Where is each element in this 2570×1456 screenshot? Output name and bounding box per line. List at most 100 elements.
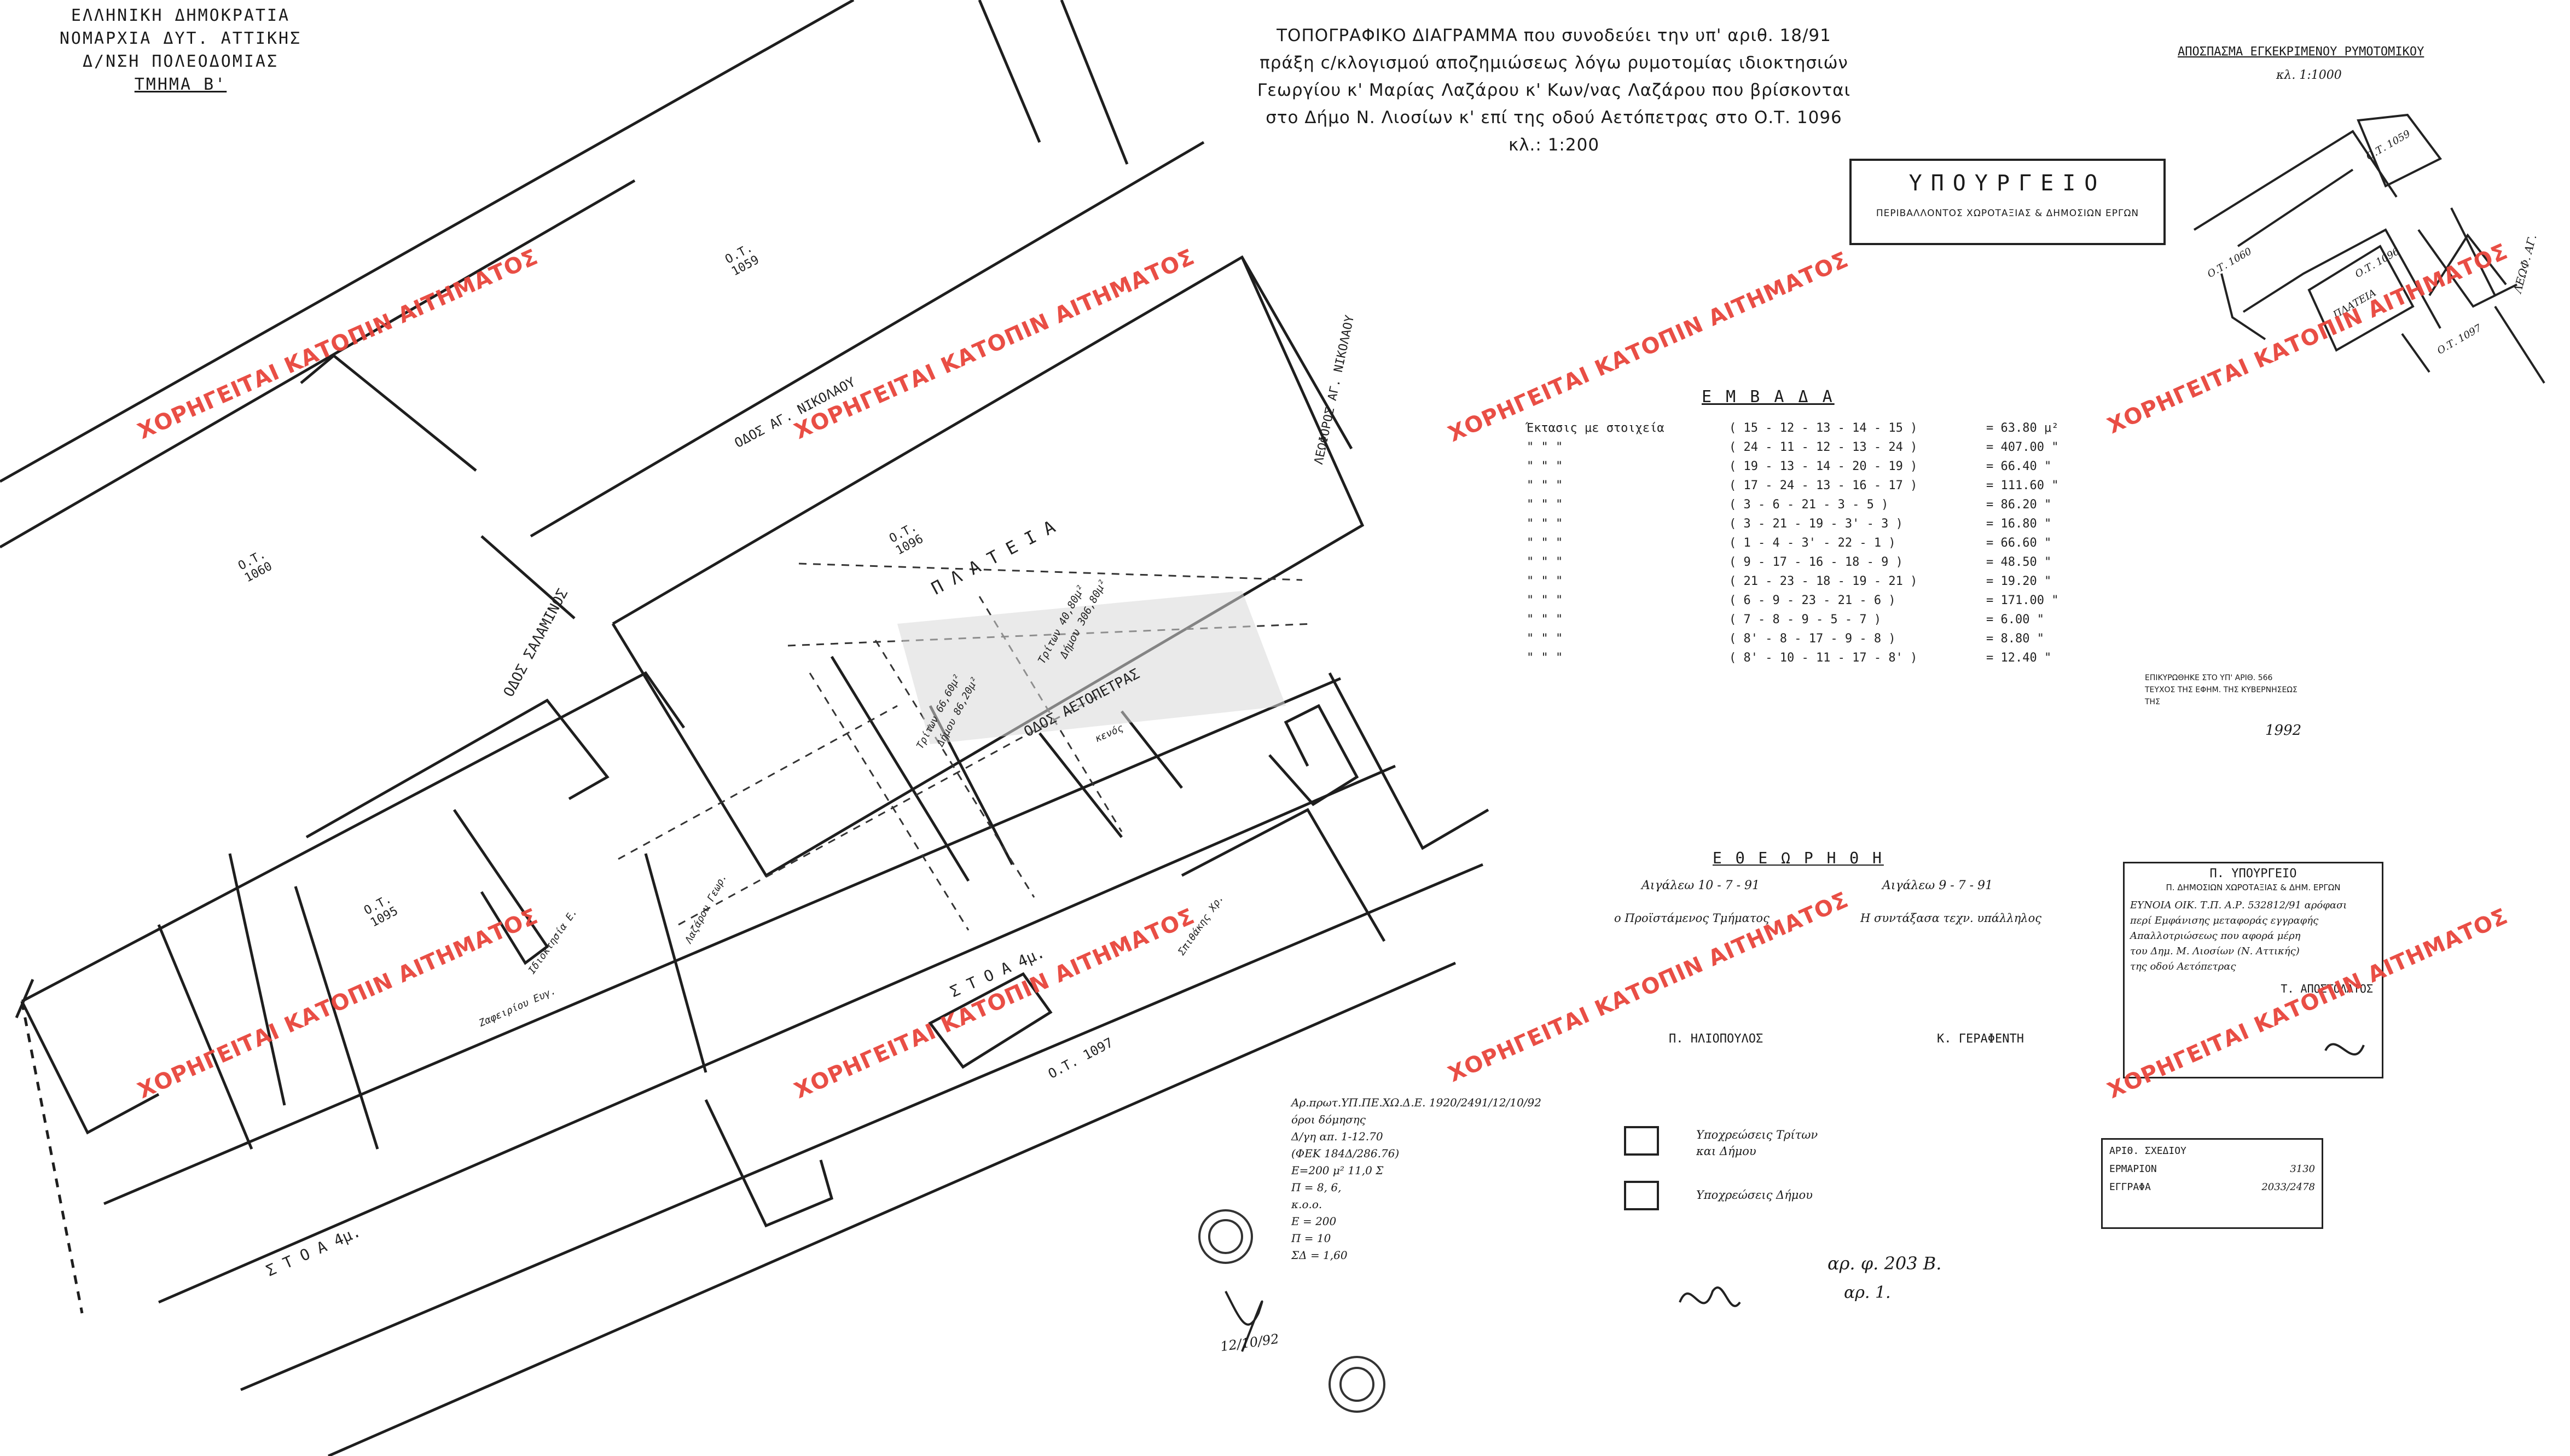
area-row-poly: ( 3 - 6 - 21 - 3 - 5 ) xyxy=(1729,498,1889,512)
archive-row-3: ΕΓΓΡΑΦΑ xyxy=(2109,1181,2151,1193)
area-row-poly: ( 24 - 11 - 12 - 13 - 24 ) xyxy=(1729,440,1918,454)
inset-linework xyxy=(2193,113,2545,384)
area-row-poly: ( 1 - 4 - 3' - 22 - 1 ) xyxy=(1729,536,1896,550)
area-row-desc: " " " xyxy=(1527,613,1563,627)
calc-line: Αρ.πρωτ.ΥΠ.ΠΕ.ΧΩ.Δ.Ε. 1920/2491/12/10/92 xyxy=(1291,1096,1541,1109)
title-line-1: ΤΟΠΟΓΡΑΦΙΚΟ ΔΙΑΓΡΑΜΜΑ που συνοδεύει την … xyxy=(1277,26,1831,45)
area-row: " " " ( 1 - 4 - 3' - 22 - 1 ) = 66.60 " xyxy=(1527,536,2051,550)
approval-stamp-text: Απαλλοτριώσεως που αφορά μέρη xyxy=(2130,930,2301,942)
area-row: " " " ( 21 - 23 - 18 - 19 - 21 ) = 19.20 " xyxy=(1527,575,2051,588)
area-row-desc: " " " xyxy=(1527,440,1563,454)
approval-stamp-text: του Δημ. Μ. Λιοσίων (Ν. Αττικής) xyxy=(2130,945,2300,957)
area-row-value: = 19.20 " xyxy=(1986,575,2052,588)
area-row-desc: " " " xyxy=(1527,594,1563,607)
approval-stamp-sub: Π. ΔΗΜΟΣΙΩΝ ΧΩΡΟΤΑΞΙΑΣ & ΔΗΜ. ΕΡΓΩΝ xyxy=(2166,883,2341,892)
road-edge xyxy=(1060,0,1129,165)
area-row-value: = 111.60 " xyxy=(1986,479,2059,492)
calc-line: Π = 8, 6, xyxy=(1291,1181,1342,1194)
approval-right-name: Κ. ΓΕΡΑΦΕΝΤΗ xyxy=(1937,1032,2024,1046)
areas-table: Έκτασις με στοιχεία ( 15 - 12 - 13 - 14 -… xyxy=(1527,421,2101,673)
area-row: " " "( 7 - 8 - 9 - 5 - 7 )= 6.00 " xyxy=(1527,613,2044,627)
approval-stamp: Π. ΥΠΟΥΡΓΕΙΟ Π. ΔΗΜΟΣΙΩΝ ΧΩΡΟΤΑΞΙΑΣ & ΔΗ… xyxy=(2123,862,2383,1078)
archive-value-3: 2033/2478 xyxy=(2261,1181,2315,1193)
legend-item-1a: Υποχρεώσεις Τρίτων xyxy=(1696,1128,1818,1141)
file-ref-2: αρ. 1. xyxy=(1844,1283,1891,1302)
area-row-value: = 171.00 " xyxy=(1986,594,2059,607)
area-row-desc: " " " xyxy=(1527,651,1563,665)
area-row-value: = 16.80 " xyxy=(1986,517,2052,531)
area-row-value: = 48.50 " xyxy=(1986,555,2052,569)
approval-left-role: ο Προϊστάμενος Τμήματος xyxy=(1614,912,1770,925)
dated-stamp: ΕΠΙΚΥΡΩΘΗΚΕ ΣΤΟ ΥΠ' ΑΡΙΘ. 566 ΤΕΥΧΟΣ ΤΗΣ… xyxy=(2145,672,2298,708)
area-row: " " "( 8' - 10 - 11 - 17 - 8' )= 12.40 " xyxy=(1527,651,2051,665)
dated-stamp-line-2: ΤΕΥΧΟΣ ΤΗΣ ΕΦΗΜ. ΤΗΣ ΚΥΒΕΡΝΗΣΕΩΣ xyxy=(2145,686,2298,694)
title-scale: κλ.: 1:200 xyxy=(1508,135,1600,155)
title-line-3: Γεωργίου κ' Μαρίας Λαζάρου κ' Κων/νας Λα… xyxy=(1257,80,1851,100)
area-row: " " "( 19 - 13 - 14 - 20 - 19 )= 66.40 " xyxy=(1527,460,2051,473)
approval-stamp-text: της οδού Αετόπετρας xyxy=(2130,961,2236,972)
ministry-stamp-subtitle: ΠΕΡΙΒΑΛΛΟΝΤΟΣ ΧΩΡΟΤΑΞΙΑΣ & ΔΗΜΟΣΙΩΝ ΕΡΓΩ… xyxy=(1876,208,2139,219)
area-row: Έκτασις με στοιχεία ( 15 - 12 - 13 - 14 -… xyxy=(1527,421,2058,435)
title-line-2: πράξη c/κλογισμού αποζημιώσεως λόγω ρυμο… xyxy=(1260,53,1848,73)
diagram-title: ΤΟΠΟΓΡΑΦΙΚΟ ΔΙΑΓΡΑΜΜΑ που συνοδεύει την … xyxy=(1226,22,1882,159)
calc-line: ΣΔ = 1,60 xyxy=(1291,1249,1348,1262)
header-line-2: ΝΟΜΑΡΧΙΑ ΔΥΤ. ΑΤΤΙΚΗΣ xyxy=(59,29,302,48)
approval-stamp-sign: Τ. ΑΠΟΣΤΟΛΑΤΟΣ xyxy=(2281,982,2373,995)
archive-row-1: ΑΡΙΘ. ΣΧΕΔΙΟΥ xyxy=(2109,1145,2186,1157)
inset-scale: κλ. 1:1000 xyxy=(2276,68,2342,82)
area-row: " " " ( 17 - 24 - 13 - 16 - 17 ) = 111.60 … xyxy=(1527,479,2058,492)
header-line-1: ΕΛΛΗΝΙΚΗ ΔΗΜΟΚΡΑΤΙΑ xyxy=(71,6,291,25)
approval-title: Ε Θ Ε Ω Ρ Η Θ Η xyxy=(1713,849,1884,867)
areas-title: Ε Μ Β Α Δ Α xyxy=(1702,387,1835,407)
area-row-poly: ( 3 - 21 - 19 - 3' - 3 ) xyxy=(1729,517,1903,531)
archive-row-2: ΕΡΜΑΡΙΟΝ xyxy=(2109,1163,2157,1175)
area-row-value: = 63.80 μ² xyxy=(1986,421,2059,435)
file-ref: αρ. φ. 203 Β. xyxy=(1828,1253,1942,1274)
calc-line: Ε=200 μ² 11,0 Σ xyxy=(1291,1164,1384,1177)
calc-line: Π = 10 xyxy=(1291,1232,1331,1245)
calc-line: (ΦΕΚ 184Δ/286.76) xyxy=(1291,1147,1400,1160)
area-row-desc: " " " xyxy=(1527,632,1563,646)
ministry-stamp: ΥΠΟΥΡΓΕΙΟ ΠΕΡΙΒΑΛΛΟΝΤΟΣ ΧΩΡΟΤΑΞΙΑΣ & ΔΗΜ… xyxy=(1849,159,2166,245)
approval-right-role: Η συντάξασα τεχν. υπάλληλος xyxy=(1860,912,2041,925)
area-row-value: = 86.20 " xyxy=(1986,498,2052,512)
area-row-poly: ( 8' - 8 - 17 - 9 - 8 ) xyxy=(1729,632,1896,646)
area-row-desc: " " " xyxy=(1527,479,1563,492)
area-row-value: = 12.40 " xyxy=(1986,651,2052,665)
area-row-value: = 66.60 " xyxy=(1986,536,2052,550)
area-row: " " " ( 6 - 9 - 23 - 21 - 6 ) = 171.00 " xyxy=(1527,594,2058,607)
approval-right-date: Αιγάλεω 9 - 7 - 91 xyxy=(1882,879,1993,892)
area-row-poly: ( 9 - 17 - 16 - 18 - 9 ) xyxy=(1729,555,1903,569)
legend-swatch-third xyxy=(1625,1127,1658,1155)
area-row-poly: ( 17 - 24 - 13 - 16 - 17 ) xyxy=(1729,479,1918,492)
dated-stamp-line-3: ΤΗΣ xyxy=(2145,698,2160,706)
calc-line: Ε = 200 xyxy=(1291,1215,1337,1228)
area-row-value: = 407.00 " xyxy=(1986,440,2059,454)
area-row-poly: ( 21 - 23 - 18 - 19 - 21 ) xyxy=(1729,575,1918,588)
approval-left-name: Π. ΗΛΙΟΠΟΥΛΟΣ xyxy=(1669,1032,1763,1046)
calc-line: όροι δόμησης xyxy=(1291,1113,1366,1126)
header-line-3: Δ/ΝΣΗ ΠΟΛΕΟΔΟΜΙΑΣ xyxy=(82,52,279,71)
title-line-4: στο Δήμο Ν. Λιοσίων κ' επί της οδού Αετό… xyxy=(1266,108,1842,127)
header-line-4: ΤΜΗΜΑ Β' xyxy=(134,75,227,94)
area-row-value: = 66.40 " xyxy=(1986,460,2052,473)
area-row-desc: " " " xyxy=(1527,575,1563,588)
area-row-desc: " " " xyxy=(1527,536,1563,550)
area-row: " " " ( 3 - 21 - 19 - 3' - 3 ) = 16.80 " xyxy=(1527,517,2051,531)
area-row-desc: " " " xyxy=(1527,517,1563,531)
area-row: " " "( 8' - 8 - 17 - 9 - 8 )= 8.80 " xyxy=(1527,632,2044,646)
archive-stamp: ΑΡΙΘ. ΣΧΕΔΙΟΥ ΕΡΜΑΡΙΟΝ 3130 ΕΓΓΡΑΦΑ 2033… xyxy=(2101,1138,2323,1229)
area-row: " " "( 3 - 6 - 21 - 3 - 5 )= 86.20 " xyxy=(1527,498,2051,512)
calc-notes: Αρ.πρωτ.ΥΠ.ΠΕ.ΧΩ.Δ.Ε. 1920/2491/12/10/92… xyxy=(1291,1094,1541,1264)
ministry-stamp-title: ΥΠΟΥΡΓΕΙΟ xyxy=(1908,171,2107,196)
area-row-desc: Έκτασις με στοιχεία xyxy=(1527,421,1664,435)
approval-left-date: Αιγάλεω 10 - 7 - 91 xyxy=(1641,879,1760,892)
area-row-desc: " " " xyxy=(1527,460,1563,473)
authority-header: ΕΛΛΗΝΙΚΗ ΔΗΜΟΚΡΑΤΙΑ ΝΟΜΑΡΧΙΑ ΔΥΤ. ΑΤΤΙΚΗ… xyxy=(52,4,309,96)
area-row-value: = 6.00 " xyxy=(1986,613,2044,627)
area-row-poly: ( 6 - 9 - 23 - 21 - 6 ) xyxy=(1729,594,1896,607)
approval-stamp-text: ΕΥΝΟΙΑ ΟΙΚ. Τ.Π. Α.Ρ. 532812/91 αρόφασι xyxy=(2130,900,2347,911)
area-row-poly: ( 15 - 12 - 13 - 14 - 15 ) xyxy=(1729,421,1918,435)
legend-item-2: Υποχρεώσεις Δήμου xyxy=(1696,1188,1813,1202)
